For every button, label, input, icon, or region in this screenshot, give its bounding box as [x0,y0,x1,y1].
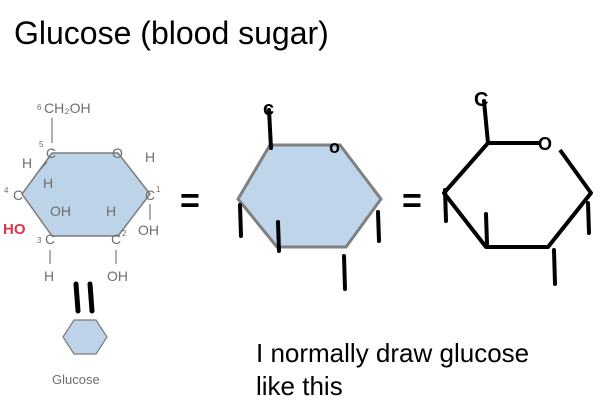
equals-sign-2: = [402,182,422,220]
hydrogen-atom: H [44,268,54,284]
carbon-number-3: 3 [37,236,42,245]
textbook-glucose-structure: 6 CH₂OH 5 C H H O H C 1 OH 4 C HO OH H 3… [3,100,161,284]
glucose-icon-caption: Glucose [52,372,100,387]
carbon-number-4: 4 [4,186,9,195]
bond [552,248,557,286]
carbon-3-atom: C [45,231,55,247]
bond [37,161,48,173]
bond [586,201,591,235]
oxygen-label: o [329,137,340,157]
carbon-1-atom: C [145,187,155,203]
bond [342,254,347,291]
carbon-number-5: 5 [39,140,44,149]
hydroxyl-group-c4: HO [3,221,26,238]
ring-oxygen-atom: O [112,145,123,161]
carbon-number-6: 6 [37,103,42,112]
equals-sign-1: = [180,182,200,220]
hydroxyl-group-c3: OH [50,203,71,219]
ch2oh-group: CH₂OH [44,100,91,116]
simplified-ring-shape [236,143,383,249]
carbon-label-2: C [474,89,488,111]
hydrogen-atom: H [106,203,116,219]
carbon-5-atom: C [46,145,56,161]
line-drawn-glucose-ring: C O [442,89,593,286]
bond [376,210,381,243]
hydrogen-atom: H [43,175,53,191]
bond [482,99,490,145]
note-line-2: like this [256,371,343,401]
textbook-ring [21,152,151,237]
bond [484,212,489,246]
carbon-number-2: 2 [122,229,127,238]
bond [238,203,243,238]
note-line-1: I normally draw glucose [256,338,529,368]
line-ring-shape [442,141,593,249]
carbon-label: c [263,98,274,120]
carbon-4-atom: C [13,187,23,203]
bond [276,220,281,253]
bond [443,188,448,223]
hydrogen-atom: H [145,149,155,165]
hydroxyl-group-c2: OH [107,268,128,284]
carbon-2-atom: C [111,231,121,247]
vertical-equals-sign [73,281,95,314]
simplified-glucose-ring: c o [236,98,383,291]
bond [267,108,273,150]
oxygen-label-2: O [538,134,552,154]
hydrogen-atom: H [22,155,32,171]
glucose-icon [62,319,108,355]
hydroxyl-group-c1: OH [138,222,159,238]
page-title: Glucose (blood sugar) [14,15,329,51]
carbon-number-1: 1 [156,185,161,194]
